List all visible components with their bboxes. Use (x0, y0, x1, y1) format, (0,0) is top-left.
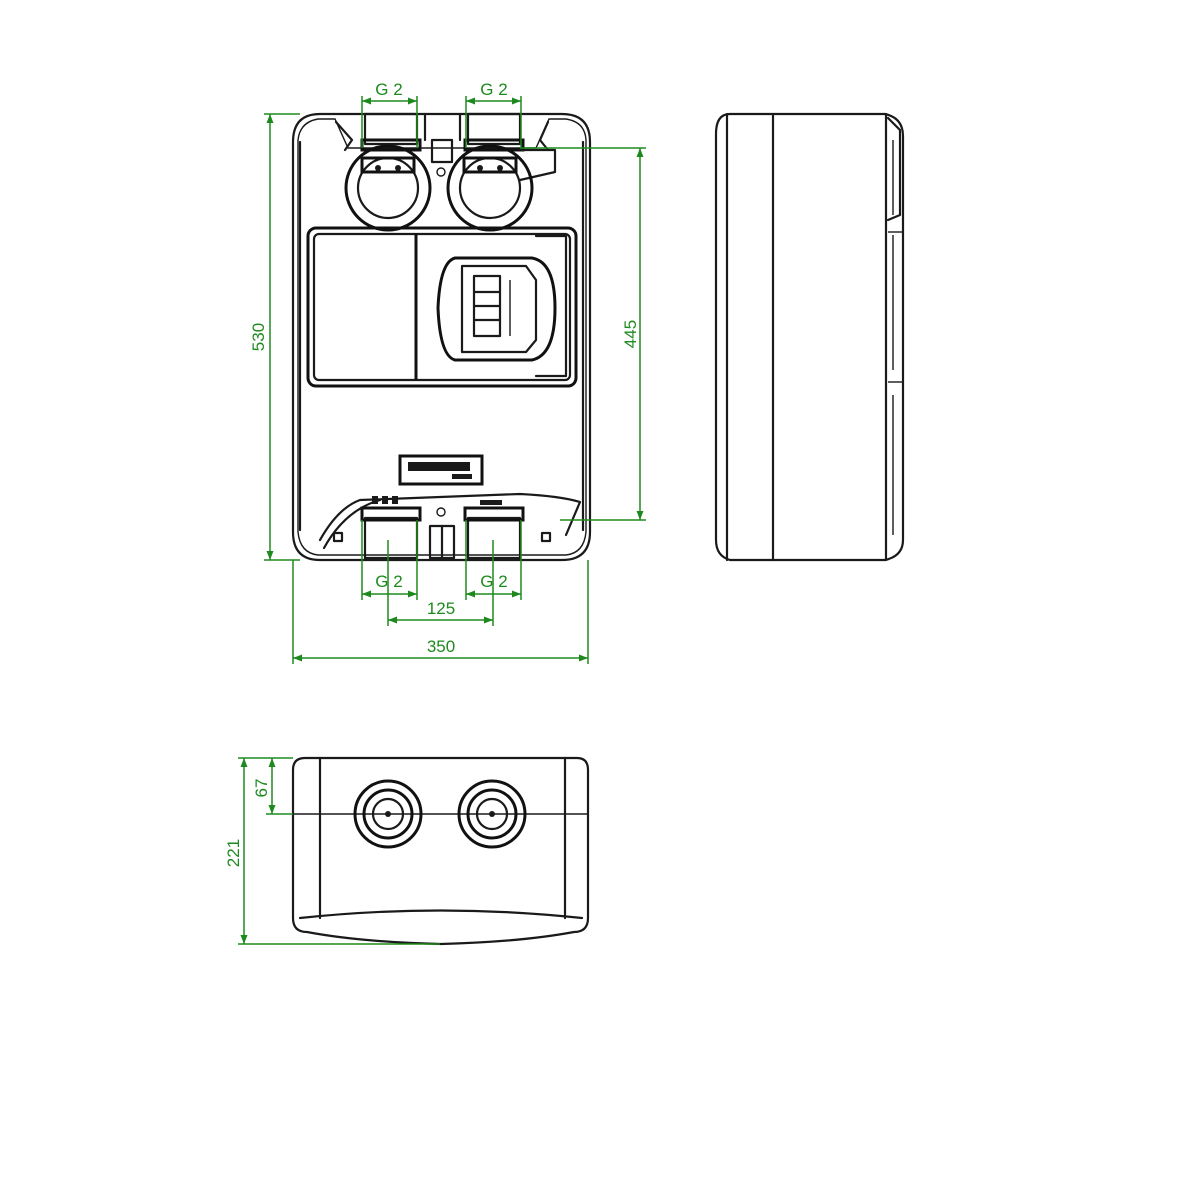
side-housing-outline (714, 112, 905, 562)
dim-front-height: 530 (249, 323, 268, 351)
logo-plate (398, 454, 484, 486)
dim-axis-spacing: 125 (427, 599, 455, 618)
front-top-connections (334, 112, 557, 182)
front-upper-ports (344, 144, 534, 232)
dim-top-right-thread: G 2 (480, 80, 507, 99)
bottom-view (291, 756, 590, 946)
dim-front-width: 350 (427, 637, 455, 656)
front-view (291, 112, 592, 562)
front-bottom-connections (318, 492, 582, 560)
dim-front-inner-height: 445 (621, 320, 640, 348)
side-view (714, 112, 905, 562)
front-housing-outline (291, 112, 592, 562)
dim-top-left-thread: G 2 (375, 80, 402, 99)
dim-bottom-left-thread: G 2 (375, 572, 402, 591)
front-control-panel (306, 226, 578, 388)
dim-bottom-right-thread: G 2 (480, 572, 507, 591)
dimensions: G 2 G 2 530 445 G 2 G 2 125 (224, 80, 646, 945)
dim-bottom-depth: 221 (224, 839, 243, 867)
dim-bottom-axis-offset: 67 (252, 779, 271, 798)
bottom-ports (353, 779, 527, 849)
bottom-housing-outline (291, 756, 590, 946)
